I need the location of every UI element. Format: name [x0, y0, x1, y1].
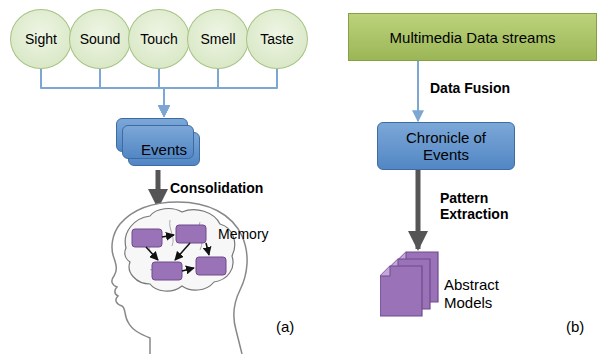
node-text: Chronicle of Events — [378, 129, 514, 163]
text-label: Consolidation — [170, 180, 263, 196]
node-text: Abstract Models — [444, 276, 514, 312]
node-text: Touch — [140, 31, 177, 47]
text-label: Memory — [218, 226, 269, 242]
memory-link — [175, 243, 190, 260]
flow-arrow — [41, 69, 164, 116]
flow-arrow — [100, 69, 164, 116]
sense-circle: Touch — [128, 9, 190, 69]
sense-circle: Sound — [69, 9, 131, 69]
memory-link — [146, 247, 158, 260]
document-icons — [380, 250, 440, 320]
sense-circle: Taste — [246, 9, 308, 69]
document-fold — [380, 266, 390, 276]
chronicle-box: Chronicle of Events — [377, 122, 515, 170]
sense-circle: Sight — [10, 9, 72, 69]
flow-arrow — [417, 61, 419, 121]
node-text: Events — [141, 141, 187, 158]
edge-label: Pattern Extraction — [438, 190, 532, 222]
consolidation-arrow — [156, 170, 161, 207]
document-icon — [380, 266, 422, 316]
text-label: (a) — [276, 318, 294, 335]
memory-box — [176, 225, 206, 243]
memory-box — [132, 229, 162, 247]
brain-outline — [125, 209, 235, 292]
memory-box — [152, 262, 182, 280]
node-text: Multimedia Data streams — [390, 29, 556, 46]
sense-circle: Smell — [187, 9, 249, 69]
head-outline — [112, 202, 247, 354]
node-text: Sight — [25, 31, 57, 47]
memory-link — [182, 268, 194, 271]
flow-arrow — [164, 69, 277, 116]
data-band: Multimedia Data streams — [348, 13, 597, 61]
model-stack: Abstract Models — [380, 250, 530, 320]
thick-arrow — [416, 170, 421, 249]
node-text: Smell — [200, 31, 235, 47]
node-text: Sound — [80, 31, 120, 47]
flow-arrow — [164, 69, 218, 116]
memory-link — [206, 243, 209, 255]
text-label: (b) — [566, 318, 584, 335]
node-text: Taste — [260, 31, 293, 47]
memory-link — [162, 235, 174, 237]
edge-label: Data Fusion — [428, 80, 512, 96]
events-stack: Events — [128, 132, 200, 166]
memory-box — [196, 257, 226, 275]
